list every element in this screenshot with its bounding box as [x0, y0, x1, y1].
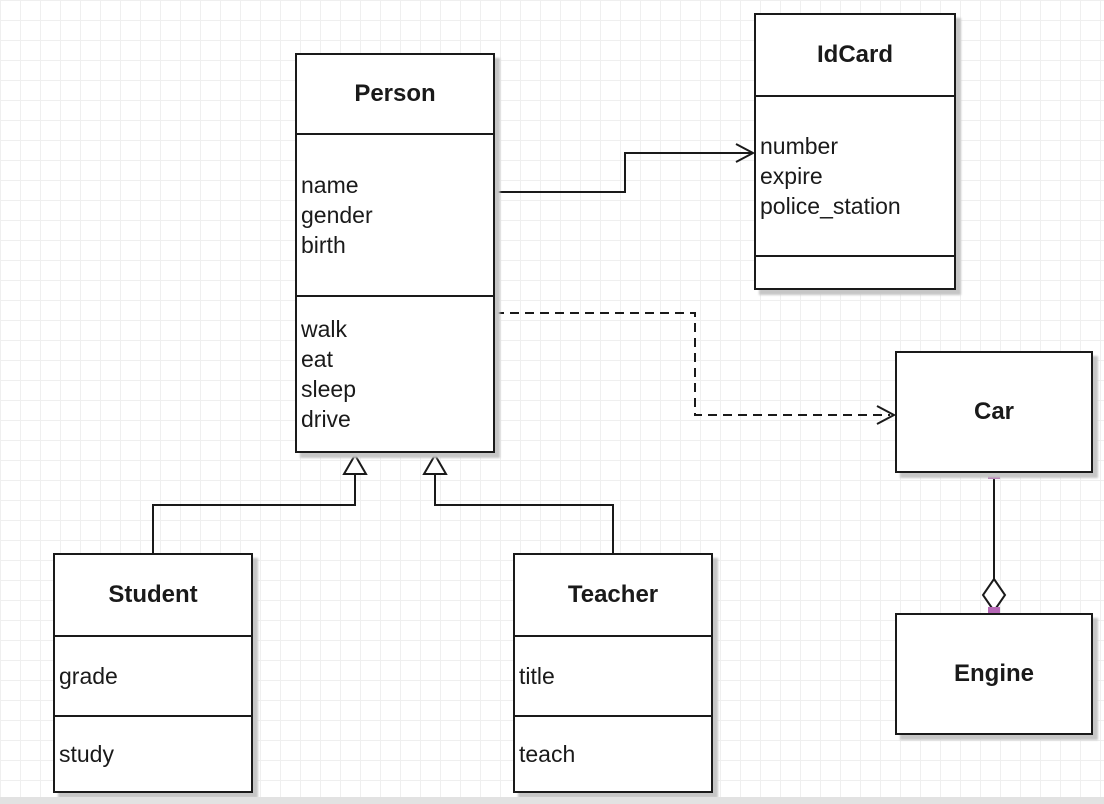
hollow-triangle-icon — [422, 453, 448, 475]
methods-compartment: teach — [515, 715, 711, 791]
class-box-person[interactable]: Person name gender birth walk eat sleep drive — [295, 53, 495, 453]
edge-generalization-teacher-person[interactable] — [422, 453, 614, 553]
member-label: walk — [301, 316, 348, 342]
class-box-idcard[interactable]: IdCard number expire police_station — [754, 13, 956, 290]
class-box-teacher[interactable]: Teacher title teach — [513, 553, 713, 793]
member-label: birth — [301, 232, 346, 258]
class-box-car[interactable]: Car — [895, 351, 1093, 473]
methods-compartment: walk eat sleep drive — [297, 295, 493, 451]
methods-compartment: study — [55, 715, 251, 791]
edge-aggregation-car-engine[interactable] — [981, 467, 1007, 619]
member-label: teach — [519, 741, 576, 767]
member-label: gender — [301, 202, 373, 228]
class-title: IdCard — [816, 41, 893, 68]
class-box-student[interactable]: Student grade study — [53, 553, 253, 793]
member-label: grade — [59, 663, 118, 689]
canvas-bottom-edge — [0, 797, 1104, 804]
class-title: Teacher — [567, 581, 659, 608]
member-label: expire — [760, 163, 823, 189]
hollow-diamond-icon — [981, 577, 1007, 613]
member-label: eat — [301, 346, 333, 372]
member-label: title — [519, 663, 555, 689]
attributes-compartment: name gender birth — [297, 133, 493, 295]
class-title: Engine — [953, 660, 1034, 687]
class-box-engine[interactable]: Engine — [895, 613, 1093, 735]
edge-generalization-student-person[interactable] — [152, 453, 368, 553]
edge-dependency-person-car[interactable] — [495, 312, 897, 425]
methods-compartment — [756, 255, 954, 288]
member-label: number — [760, 133, 838, 159]
edge-association-person-idcard[interactable] — [495, 143, 756, 193]
member-label: name — [301, 172, 359, 198]
attributes-compartment: title — [515, 635, 711, 715]
member-label: police_station — [760, 193, 901, 219]
attributes-compartment: number expire police_station — [756, 95, 954, 255]
member-label: study — [59, 741, 114, 767]
member-label: sleep — [301, 376, 356, 402]
attributes-compartment: grade — [55, 635, 251, 715]
class-title: Car — [973, 398, 1015, 425]
hollow-triangle-icon — [342, 453, 368, 475]
class-title: Student — [108, 581, 198, 608]
member-label: drive — [301, 406, 351, 432]
class-title: Person — [354, 80, 436, 107]
